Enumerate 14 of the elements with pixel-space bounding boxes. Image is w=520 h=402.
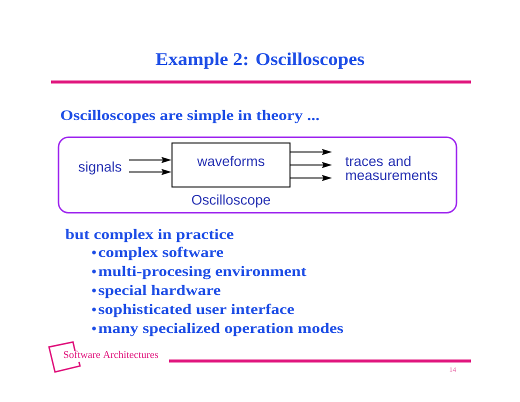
bullet-text: many specialized operation modes [98,322,344,336]
bullet-text: multi-procesing environment [98,266,306,280]
rounded-frame [58,136,458,214]
heading-text: Oscilloscopes are simple in theory ... [61,110,319,124]
output-label: traces and measurements [345,156,438,180]
bullet-text: sophisticated user interface [98,304,294,318]
box-caption: Oscilloscope [192,194,270,208]
process-box: waveforms [172,142,290,188]
bullet-text: special hardware [98,284,220,298]
slide-title: Example 2: Oscilloscopes [156,52,364,69]
heading-text: but complex in practice [65,228,234,242]
input-label: signals [78,161,122,175]
footer-text: Software Architectures [64,350,158,358]
bullet-text: complex software [98,246,224,260]
